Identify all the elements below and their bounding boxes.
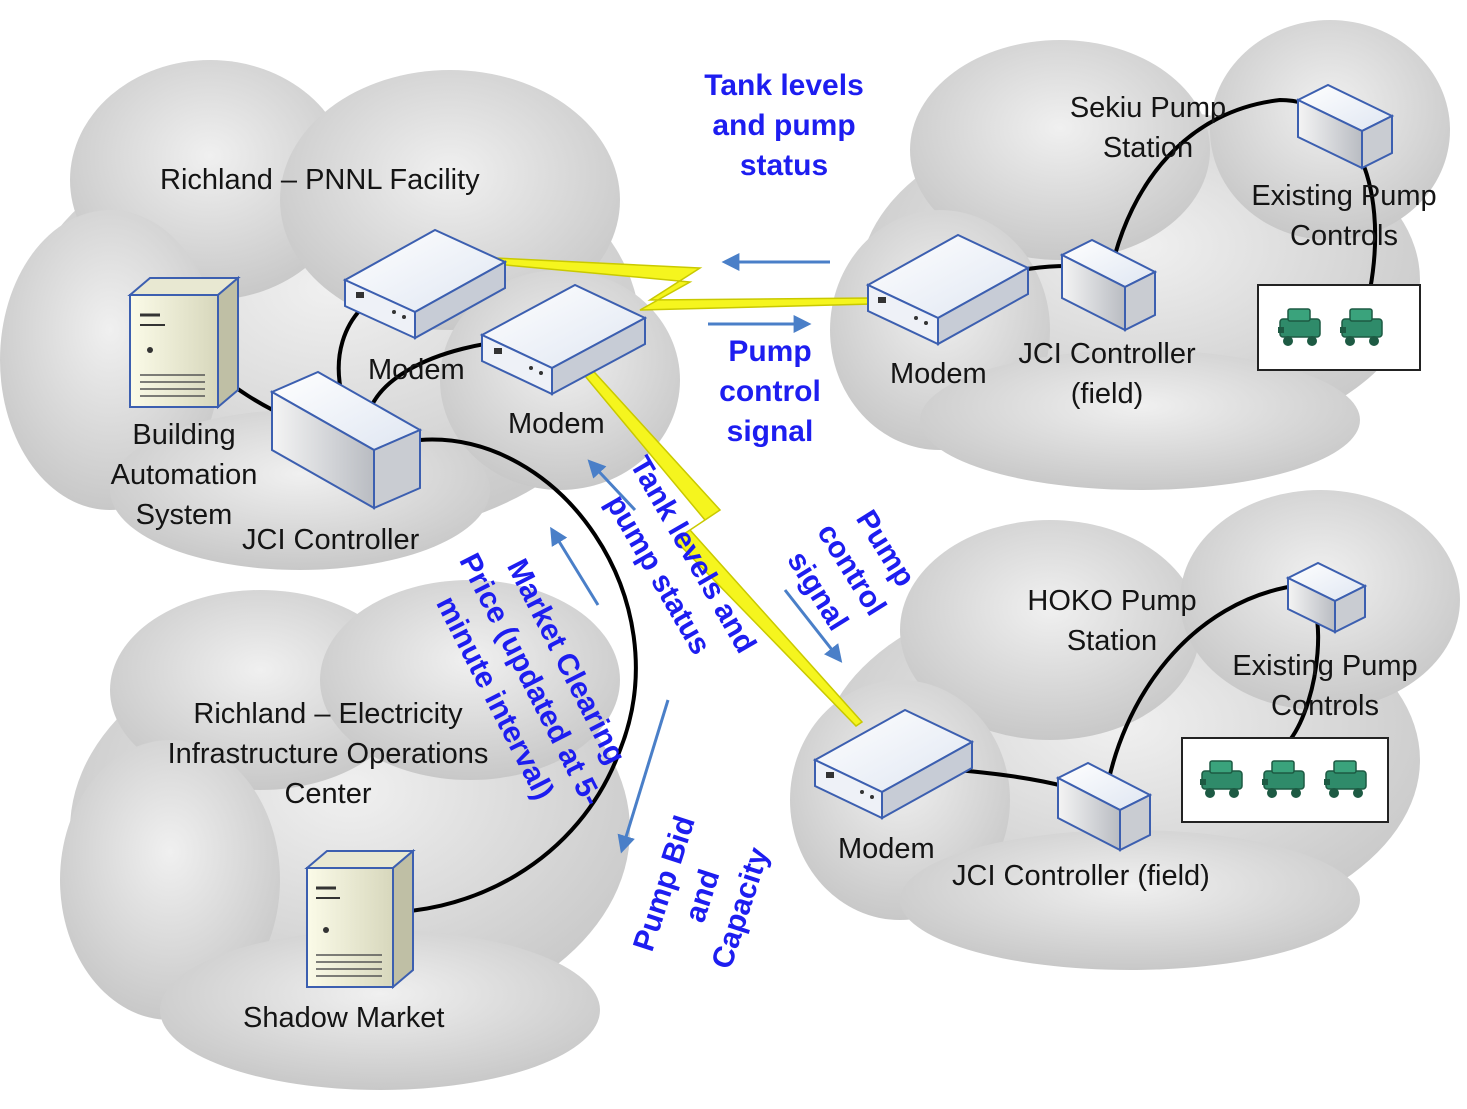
- flow-label-pump-control-top: Pump control signal: [719, 335, 821, 448]
- flow-label-tank-levels-top: Tank levels and pump status: [704, 69, 864, 182]
- arrow-market-clearing: [550, 526, 600, 606]
- pump-motors-hoko: [1181, 737, 1389, 823]
- device-label-pump-controls-hoko: Existing Pump Controls: [1232, 650, 1418, 722]
- controller-icon-pump-hoko: [1285, 561, 1368, 634]
- zone-label-pnnl: Richland – PNNL Facility: [160, 164, 480, 196]
- device-label-jci-sekiu: JCI Controller (field): [1018, 338, 1196, 410]
- cable-sekiu-jci-pump: [1108, 97, 1378, 292]
- controller-icon-jci-hoko: [1055, 761, 1153, 852]
- device-label-pump-controls-sekiu: Existing Pump Controls: [1251, 180, 1437, 252]
- device-label-jci-controller: JCI Controller: [242, 524, 420, 556]
- server-icon-bas: [127, 275, 241, 410]
- cloud-pnnl: [0, 60, 680, 570]
- cable-hoko-jci-pump: [1103, 582, 1321, 802]
- cable-jci-shadow: [358, 437, 638, 915]
- device-label-modem-sekiu: Modem: [890, 358, 987, 390]
- server-icon-shadow-market: [304, 848, 416, 990]
- zone-label-eioc: Richland – Electricity Infrastructure Op…: [167, 698, 489, 810]
- controller-icon-pump-sekiu: [1295, 83, 1395, 170]
- modem-icon-hoko: [812, 708, 975, 820]
- arrow-tank-levels-diag: [587, 459, 637, 512]
- controller-icon-jci-sekiu: [1059, 238, 1158, 332]
- device-label-shadow-market: Shadow Market: [243, 1002, 445, 1034]
- lightning-link-hoko: [559, 338, 864, 727]
- modem-icon-top: [342, 228, 508, 340]
- modem-icon-mid: [479, 283, 648, 396]
- zone-label-hoko: HOKO Pump Station: [1027, 585, 1197, 657]
- zone-label-sekiu: Sekiu Pump Station: [1069, 92, 1227, 164]
- modem-icon-sekiu: [865, 233, 1031, 346]
- device-label-modem-mid: Modem: [508, 408, 605, 440]
- arrow-pump-control-diag: [783, 589, 843, 663]
- device-label-modem-top: Modem: [368, 354, 465, 386]
- pump-motors-sekiu: [1257, 284, 1421, 371]
- controller-icon-jci-pnnl: [269, 370, 423, 510]
- arrow-pump-bid: [617, 699, 670, 854]
- device-label-bas: Building Automation System: [110, 419, 258, 531]
- device-label-jci-hoko: JCI Controller (field): [952, 860, 1210, 892]
- device-label-modem-hoko: Modem: [838, 833, 935, 865]
- cloud-eioc: [60, 580, 630, 1090]
